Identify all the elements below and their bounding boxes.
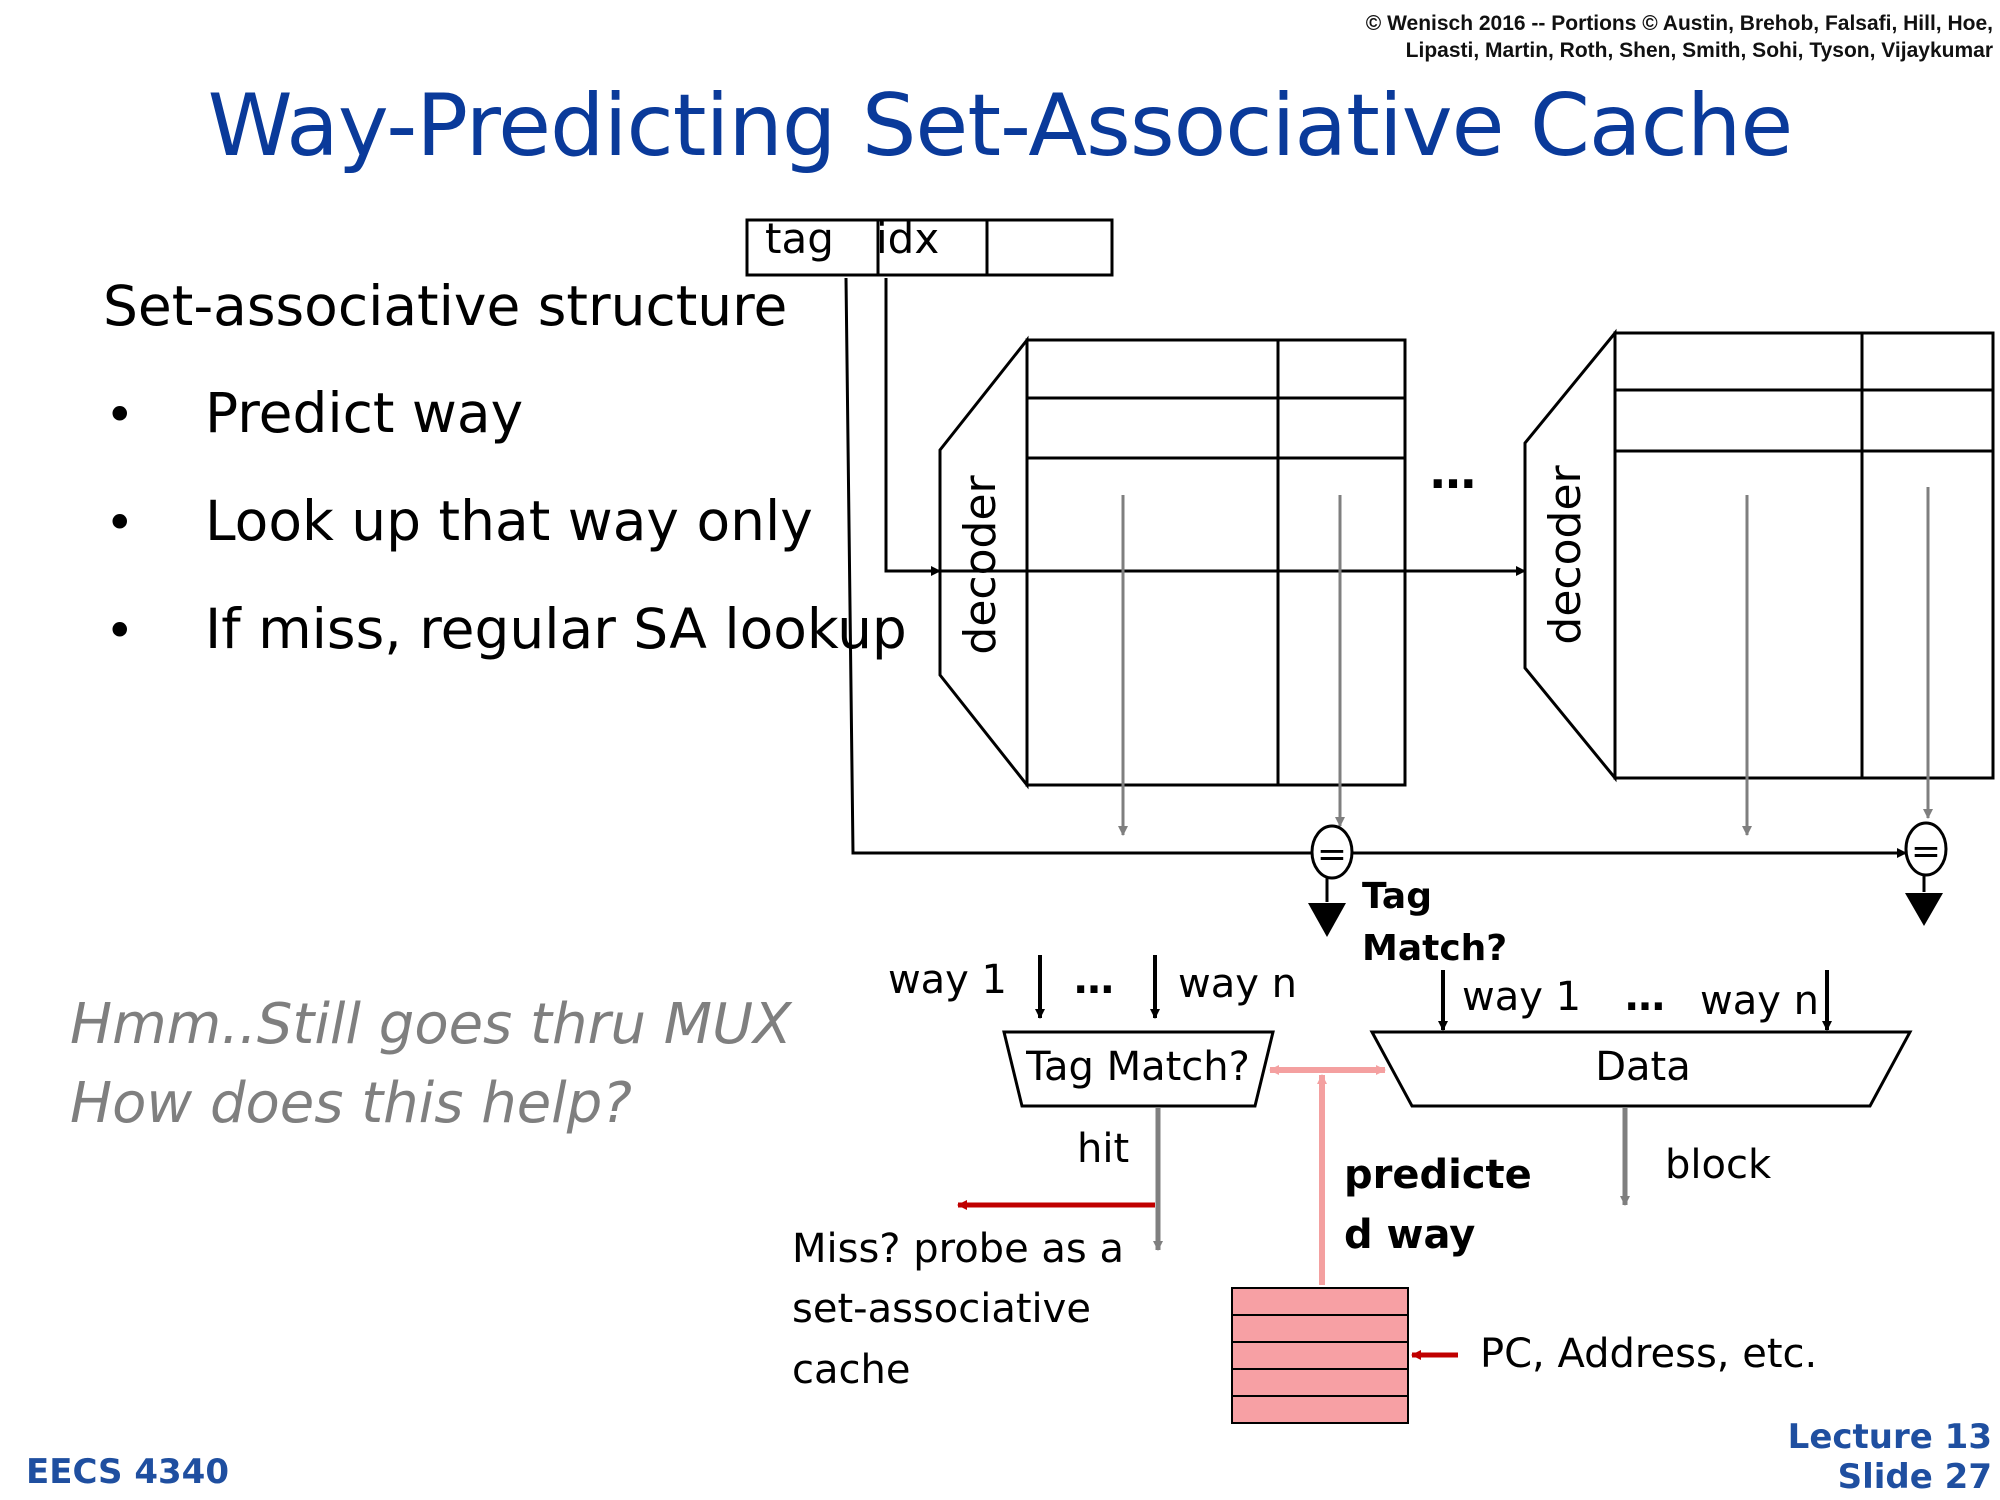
bullet-item-3: If miss, regular SA lookup [205, 597, 907, 661]
comparator-1-symbol: = [1317, 834, 1347, 875]
address-idx-field: idx [876, 214, 939, 263]
cache-way-n: decoder [1523, 328, 1995, 783]
tag-wire [844, 277, 1907, 858]
predicted-way-line-1: predicte [1344, 1152, 1532, 1198]
decoder-n-label: decoder [1540, 464, 1591, 644]
bullet-marker-3: • [105, 602, 135, 660]
footer-lecture: Lecture 13 [1787, 1417, 1992, 1457]
address-tag-field: tag [765, 214, 834, 263]
bullet-item-2: Look up that way only [205, 489, 813, 553]
bullet-marker-1: • [105, 386, 135, 444]
footer-course: EECS 4340 [26, 1452, 229, 1492]
block-label: block [1665, 1142, 1772, 1188]
note-line-1: Hmm..Still goes thru MUX [70, 992, 793, 1057]
copyright-line-2: Lipasti, Martin, Roth, Shen, Smith, Sohi… [1405, 39, 1993, 62]
data-mux-way-n: way n [1700, 978, 1819, 1024]
mux-outputs: hit block [1077, 1108, 1772, 1251]
predictor-input-label: PC, Address, etc. [1480, 1331, 1817, 1377]
miss-line-2: set-associative [792, 1286, 1091, 1332]
aside-note: Hmm..Still goes thru MUX How does this h… [70, 992, 793, 1136]
tag-mux-way-1: way 1 [888, 957, 1007, 1003]
way-n-array [1613, 331, 1995, 780]
predicted-way-line-2: d way [1344, 1212, 1475, 1258]
ways-ellipsis: … [1430, 445, 1476, 499]
index-wire [884, 278, 1526, 576]
tag-match-output-line-1: Tag [1362, 876, 1432, 917]
tag-mux-ellipsis: … [1074, 957, 1114, 1003]
copyright-line-1: © Wenisch 2016 -- Portions © Austin, Bre… [1365, 12, 1993, 35]
data-mux: Data way 1 … way n [1369, 970, 1913, 1108]
way-predictor-table [1231, 1287, 1409, 1424]
data-mux-way-1: way 1 [1462, 974, 1581, 1020]
way-1-array [1025, 338, 1407, 787]
decoder-1-label: decoder [955, 474, 1006, 654]
cache-way-1: decoder [938, 335, 1407, 790]
tag-match-mux: Tag Match? way 1 … way n [888, 955, 1297, 1108]
miss-note: Miss? probe as a set-associative cache [792, 1226, 1124, 1393]
address-register: tag idx [745, 214, 1114, 277]
read-paths [1118, 487, 1933, 836]
bullet-marker-2: • [105, 494, 135, 552]
footer-slide-number: Slide 27 [1837, 1457, 1992, 1497]
comparator-outputs [1308, 876, 1943, 937]
slide-title: Way-Predicting Set-Associative Cache [207, 76, 1794, 176]
comparator-n: = [1904, 821, 1948, 877]
footer-slide-info: Lecture 13 Slide 27 [1788, 1417, 1992, 1497]
list-heading: Set-associative structure [103, 274, 787, 338]
hit-label: hit [1077, 1126, 1129, 1172]
bullet-list: Set-associative structure • Predict way … [103, 274, 907, 661]
comparator-1: = [1310, 824, 1354, 880]
tag-mux-way-n: way n [1178, 961, 1297, 1007]
data-mux-label: Data [1595, 1044, 1691, 1090]
miss-line-1: Miss? probe as a [792, 1226, 1124, 1272]
predicted-way-path [1269, 1065, 1386, 1285]
comparator-n-symbol: = [1911, 831, 1941, 872]
miss-line-3: cache [792, 1347, 910, 1393]
tag-match-mux-label: Tag Match? [1025, 1044, 1250, 1090]
tag-match-output-line-2: Match? [1362, 928, 1507, 969]
bullet-item-1: Predict way [205, 381, 523, 445]
note-line-2: How does this help? [70, 1071, 632, 1136]
copyright-notice: © Wenisch 2016 -- Portions © Austin, Bre… [1093, 10, 1993, 64]
data-mux-ellipsis: … [1625, 974, 1665, 1020]
